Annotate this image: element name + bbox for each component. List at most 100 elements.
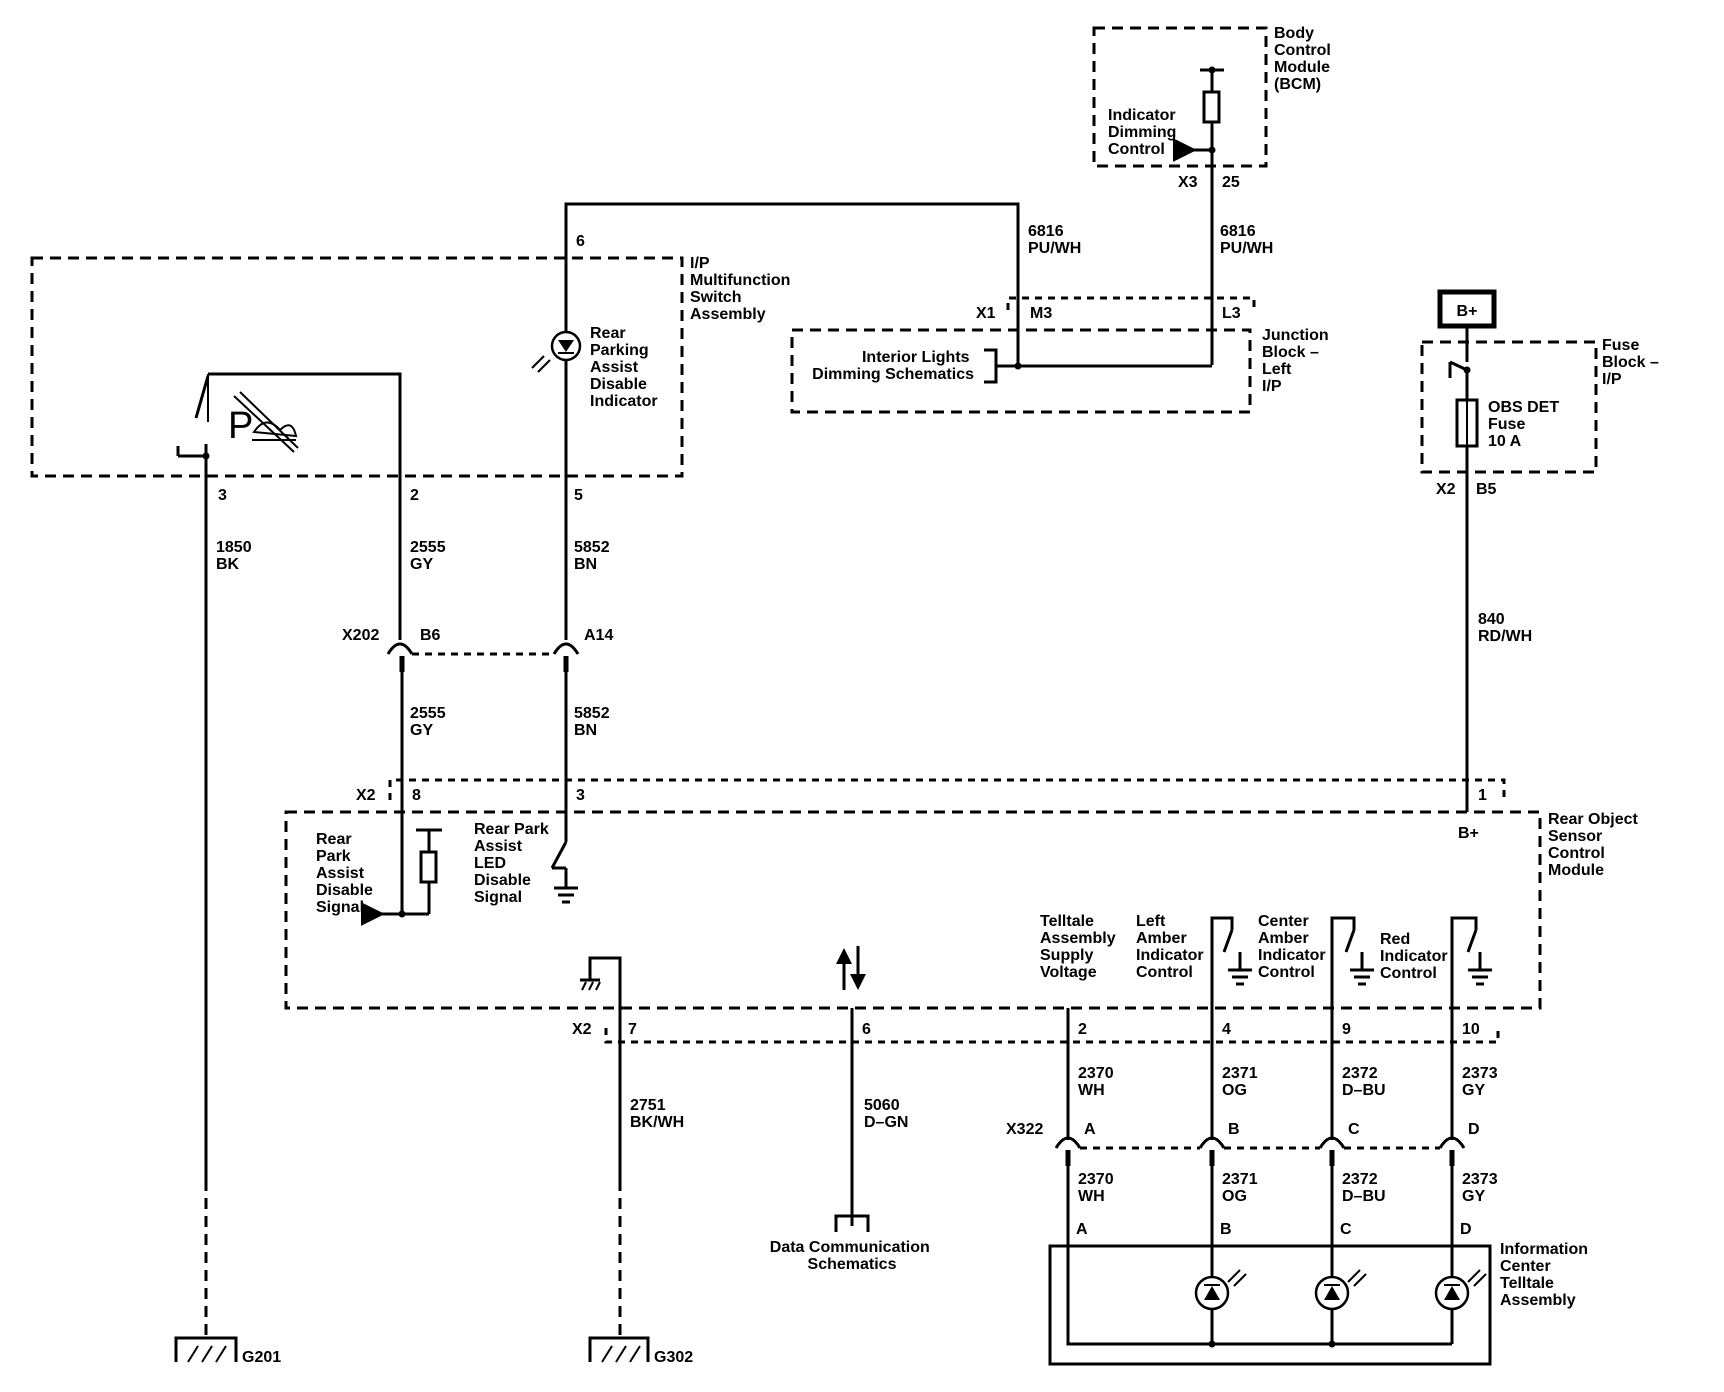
x202-pin-a14: A14: [584, 627, 613, 644]
fuse-label: OBS DET Fuse 10 A: [1488, 399, 1564, 450]
ground-icon: [174, 1336, 238, 1363]
ip-pin-3: 3: [218, 487, 227, 504]
led-indicator-icon: [531, 330, 582, 373]
led-indicator-icon: [1314, 1269, 1367, 1311]
data-arrows-icon: [836, 946, 866, 990]
wire-2555-top: 2555 GY: [410, 539, 450, 573]
fuse-block-title: Fuse Block – I/P: [1602, 337, 1663, 388]
rosm-pin-6: 6: [862, 1021, 871, 1038]
rosm-pullup-resistor: [419, 850, 438, 884]
x202-pin-b6: B6: [420, 627, 441, 644]
ip-switch-title: I/P Multifunction Switch Assembly: [690, 255, 795, 323]
ic-pin-d: D: [1460, 1221, 1472, 1238]
bcm-pin: 25: [1222, 174, 1240, 191]
rosm-title: Rear Object Sensor Control Module: [1548, 811, 1642, 879]
wire-2751: 2751 BK/WH: [630, 1097, 684, 1131]
ground-g302: G302: [654, 1349, 693, 1366]
x322-pin-c: C: [1348, 1121, 1360, 1138]
ip-multifunction-switch: I/P Multifunction Switch Assembly P: [30, 233, 795, 504]
ground-g201: G201: [242, 1349, 281, 1366]
bcm-circuit-2: Dimming: [1108, 124, 1176, 141]
interior-lights-reference[interactable]: Interior Lights Dimming Schematics: [812, 349, 974, 383]
wire-2370-top: 2370 WH: [1078, 1065, 1118, 1099]
bcm-title: Body Control Module (BCM): [1274, 25, 1335, 93]
rosm-bottom-connector: X2: [572, 1021, 592, 1038]
rear-indicator-title: Rear Parking Assist Disable Indicator: [590, 325, 658, 410]
svg-text:P: P: [228, 405, 253, 447]
wire-2373-bottom: 2373 GY: [1462, 1171, 1502, 1205]
wire-5852-bottom: 5852 BN: [574, 705, 614, 739]
bcm-circuit-label: Indicator Dimming Control: [1108, 107, 1181, 158]
wire-840: 840 RD/WH: [1478, 611, 1532, 645]
center-amber-driver: [1330, 916, 1374, 1040]
bcm-title-3: Module: [1274, 59, 1330, 76]
ic-pin-b: B: [1220, 1221, 1232, 1238]
jb-title: Junction Block – Left I/P: [1262, 327, 1333, 395]
wire-2371-top: 2371 OG: [1222, 1065, 1262, 1099]
ip-pin-6: 6: [576, 233, 585, 250]
rpa-led-signal-label: Rear Park Assist LED Disable Signal: [474, 821, 553, 906]
left-amber-label: Left Amber Indicator Control: [1136, 913, 1208, 981]
center-amber-label: Center Amber Indicator Control: [1258, 913, 1330, 981]
wire-2370-bottom: 2370 WH: [1078, 1171, 1118, 1205]
bcm-title-1: Body: [1274, 25, 1314, 42]
red-indicator-label: Red Indicator Control: [1380, 931, 1452, 982]
wire-2371-bottom: 2371 OG: [1222, 1171, 1262, 1205]
ground-icon: [588, 1336, 650, 1363]
info-center-title: Information Center Telltale Assembly: [1500, 1241, 1592, 1309]
rosm-module: Rear Object Sensor Control Module X2 8 3…: [284, 778, 1642, 1044]
wire-2555-bottom: 2555 GY: [410, 705, 450, 739]
x322-label: X322: [1006, 1121, 1043, 1138]
jb-connector: X1: [976, 305, 996, 322]
data-communication-reference[interactable]: Data Communication Schematics: [770, 1239, 934, 1273]
info-center-telltale: A B C D Information Center Telltale Asse…: [1048, 1221, 1592, 1366]
bcm-resistor: [1202, 90, 1221, 124]
x322-pin-d: D: [1468, 1121, 1480, 1138]
wire-5852-top: 5852 BN: [574, 539, 614, 573]
x202-label: X202: [342, 627, 379, 644]
left-amber-driver: [1210, 916, 1252, 1040]
fuse-block: B+ OBS DET Fuse 10 A Fuse Block – I/P X2…: [1420, 289, 1663, 498]
telltale-supply-label: Telltale Assembly Supply Voltage: [1040, 913, 1120, 981]
rear-park-assist-switch-icon: P: [228, 391, 299, 453]
wire-2373-top: 2373 GY: [1462, 1065, 1502, 1099]
bcm-title-4: (BCM): [1274, 76, 1321, 93]
connector-x322: X322 A B C D: [1006, 1121, 1480, 1166]
connector-x202: X202 B6 A14: [342, 627, 613, 672]
wire-6816-right: 6816 PU/WH: [1220, 223, 1273, 257]
wire-2372-top: 2372 D–BU: [1342, 1065, 1386, 1099]
led-indicator-icon: [1434, 1269, 1487, 1311]
fuse-pin: B5: [1476, 481, 1497, 498]
ic-pin-c: C: [1340, 1221, 1352, 1238]
junction-block: X1 M3 L3 Junction Block – Left I/P Inter…: [790, 296, 1333, 414]
jb-pin-l3: L3: [1222, 305, 1241, 322]
fuse-connector: X2: [1436, 481, 1456, 498]
b-plus-label: B+: [1457, 303, 1478, 320]
wire-6816-left: 6816 PU/WH: [1028, 223, 1081, 257]
rosm-pin-9: 9: [1342, 1021, 1351, 1038]
x322-pin-a: A: [1084, 1121, 1096, 1138]
jb-pin-m3: M3: [1030, 305, 1052, 322]
red-indicator-driver: [1450, 916, 1492, 1040]
x322-pin-b: B: [1228, 1121, 1240, 1138]
bcm-circuit-3: Control: [1108, 141, 1165, 158]
led-indicator-icon: [1194, 1269, 1247, 1311]
rosm-pin-4: 4: [1222, 1021, 1231, 1038]
rpa-disable-signal-label: Rear Park Assist Disable Signal: [316, 831, 377, 916]
rosm-bplus: B+: [1458, 825, 1479, 842]
wire-2372-bottom: 2372 D–BU: [1342, 1171, 1386, 1205]
rosm-pin-1: 1: [1478, 787, 1487, 804]
wire-5060: 5060 D–GN: [864, 1097, 908, 1131]
rosm-pin-10: 10: [1462, 1021, 1480, 1038]
ic-pin-a: A: [1076, 1221, 1088, 1238]
rosm-pin-2: 2: [1078, 1021, 1087, 1038]
ip-pin-2: 2: [410, 487, 419, 504]
rosm-pin-8: 8: [412, 787, 421, 804]
rosm-pin-3: 3: [576, 787, 585, 804]
rosm-pin-7: 7: [628, 1021, 637, 1038]
wire-1850: 1850 BK: [216, 539, 256, 573]
rosm-top-connector: X2: [356, 787, 376, 804]
bcm-connector: X3: [1178, 174, 1198, 191]
bcm-circuit-1: Indicator: [1108, 107, 1176, 124]
